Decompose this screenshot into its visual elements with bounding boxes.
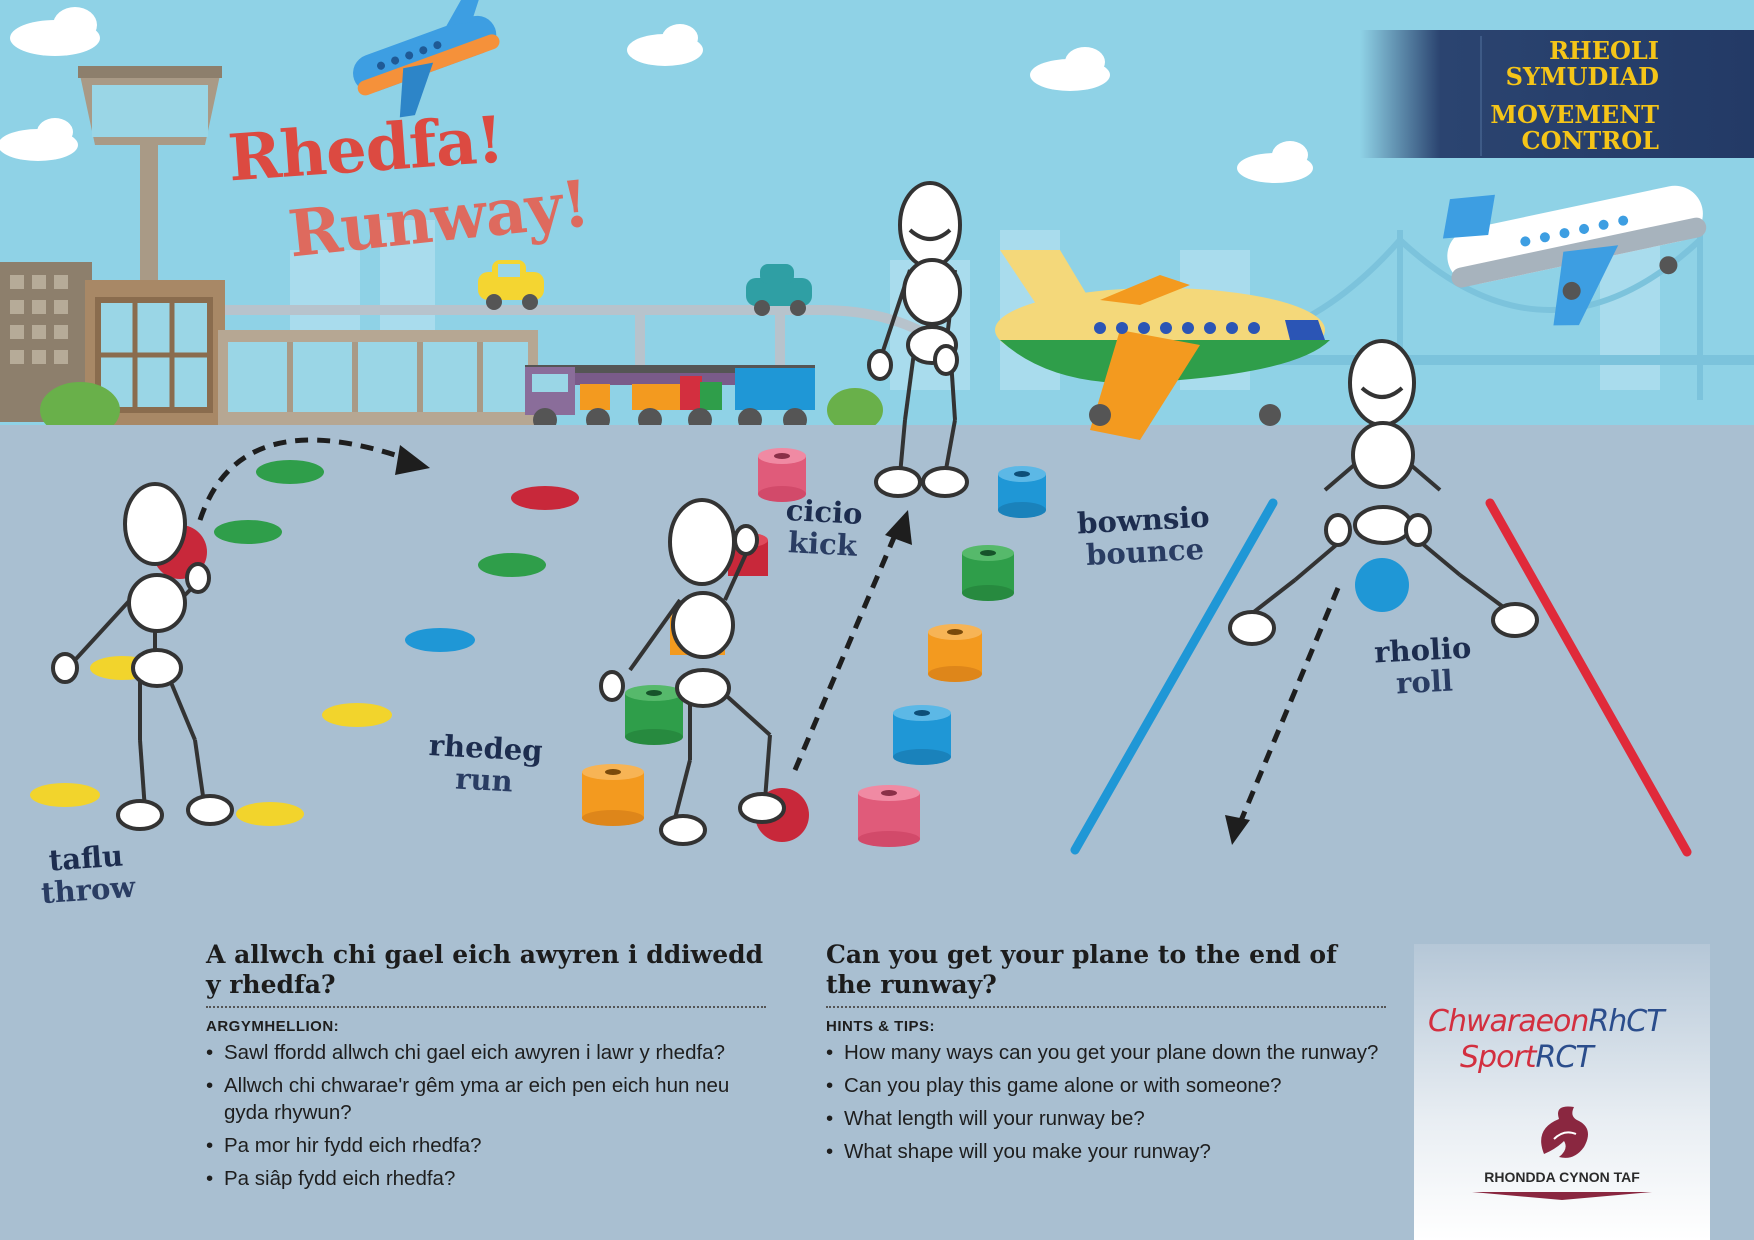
badge-text: RHEOLI SYMUDIAD MOVEMENT CONTROL — [1490, 38, 1659, 154]
bridge — [1230, 230, 1754, 400]
rubber-rings — [582, 448, 1046, 847]
label-kick-en: kick — [787, 525, 858, 563]
plane-parked-yellow-green — [995, 250, 1330, 440]
cars — [478, 260, 812, 316]
dragon-icon — [1541, 1106, 1588, 1158]
logo-chwaraeon: Chwaraeon — [1428, 1004, 1589, 1039]
english-hints-list: How many ways can you get your plane dow… — [826, 1039, 1386, 1165]
airport-buildings — [0, 262, 538, 425]
english-question: Can you get your plane to the end of the… — [826, 940, 1386, 1008]
blue-runway-line — [1070, 498, 1278, 855]
english-hints-label: HINTS & TIPS: — [826, 1018, 936, 1035]
stick-figure-bounce — [1228, 339, 1539, 646]
label-run: rhedeg run — [426, 728, 544, 799]
welsh-hints-label: ARGYMHELLION: — [206, 1018, 340, 1035]
english-hint-item: How many ways can you get your plane dow… — [826, 1039, 1386, 1066]
council-name: RHONDDA CYNON TAF — [1484, 1169, 1640, 1185]
welsh-hint-item: Pa siâp fydd eich rhedfa? — [206, 1165, 766, 1192]
stick-figure-kick — [867, 181, 969, 498]
logo-rct: RCT — [1535, 1040, 1594, 1075]
plane-small-orange — [353, 0, 500, 118]
welsh-hint-item: Sawl ffordd allwch chi gael eich awyren … — [206, 1039, 766, 1066]
label-throw: taflu throw — [38, 838, 137, 911]
sport-rct-logo: ChwaraeonRhCT SportRCT RHONDDA CYNON TAF — [1414, 944, 1710, 1240]
welsh-question: A allwch chi gael eich awyren i ddiwedd … — [206, 940, 766, 1008]
blue-ball-bounce — [1355, 558, 1409, 612]
clouds — [0, 7, 1313, 183]
stick-figure-run — [599, 498, 786, 846]
stick-figure-throw — [51, 482, 234, 831]
dashed-arrows — [197, 437, 1341, 824]
english-hint-item: Can you play this game alone or with som… — [826, 1072, 1386, 1099]
badge-divider — [1480, 36, 1482, 156]
council-underline — [1472, 1192, 1652, 1200]
arrow-heads — [395, 445, 1250, 845]
welsh-hints-list: Sawl ffordd allwch chi gael eich awyren … — [206, 1039, 766, 1192]
label-run-cy: rhedeg — [428, 728, 544, 768]
english-hint-item: What shape will you make your runway? — [826, 1138, 1386, 1165]
red-runway-line — [1485, 498, 1692, 857]
english-text-column: Can you get your plane to the end of the… — [826, 940, 1386, 1171]
badge-cy-line1: RHEOLI — [1549, 36, 1659, 65]
welsh-text-column: A allwch chi gael eich awyren i ddiwedd … — [206, 940, 766, 1198]
welsh-hint-item: Allwch chi chwarae'r gêm yma ar eich pen… — [206, 1072, 766, 1126]
label-bounce: bownsio bounce — [1076, 500, 1212, 573]
badge-en-line1: MOVEMENT — [1490, 100, 1659, 129]
movement-control-badge: RHEOLI SYMUDIAD MOVEMENT CONTROL — [1360, 30, 1754, 158]
english-hint-item: What length will your runway be? — [826, 1105, 1386, 1132]
label-roll-en: roll — [1395, 663, 1454, 701]
logo-line-welsh: ChwaraeonRhCT — [1428, 1004, 1665, 1039]
plane-landing-white — [1442, 185, 1707, 326]
label-roll-cy: rholio — [1373, 630, 1473, 670]
logo-sport: Sport — [1460, 1040, 1537, 1075]
logo-line-english: SportRCT — [1460, 1040, 1594, 1075]
bushes — [40, 382, 883, 438]
label-roll: rholio roll — [1373, 630, 1473, 701]
welsh-hint-item: Pa mor hir fydd eich rhedfa? — [206, 1132, 766, 1159]
label-bounce-en: bounce — [1085, 531, 1205, 573]
label-throw-en: throw — [40, 869, 137, 911]
floor-spots — [30, 460, 579, 826]
label-kick: cicio kick — [783, 493, 863, 563]
badge-cy-line2: SYMUDIAD — [1505, 62, 1659, 91]
badge-en-line2: CONTROL — [1521, 126, 1659, 155]
logo-rhct: RhCT — [1588, 1004, 1664, 1039]
